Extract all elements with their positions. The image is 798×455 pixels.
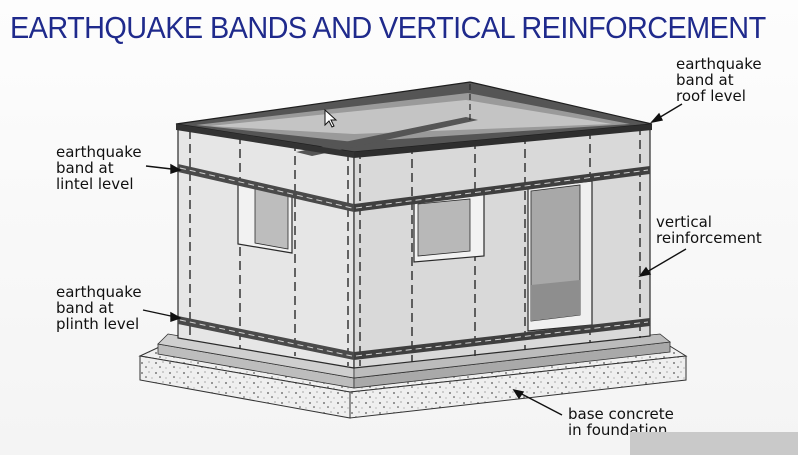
label-vertical-line-1: vertical [656,213,712,231]
label-plinth-line-3: plinth level [56,315,140,333]
video-overlay-thumbnail [630,432,798,455]
label-roof-line-3: roof level [676,87,746,105]
leader-lines [142,103,687,416]
label-plinth-line-1: earthquake [56,283,142,301]
plinth-band [178,316,650,360]
label-lintel-line-1: earthquake [56,143,142,161]
label-vertical-line-2: reinforcement [656,229,762,247]
plinth-steps [157,333,672,389]
label-roof-line-2: band at [676,71,734,89]
front-window [413,193,485,263]
diagram-title: EARTHQUAKE BANDS AND VERTICAL REINFORCEM… [10,10,766,45]
label-plinth-line-2: band at [56,299,114,317]
label-lintel-line-2: band at [56,159,114,177]
label-base-line-1: base concrete [568,405,674,423]
label-lintel-line-3: lintel level [56,175,134,193]
roof-band [175,81,653,158]
label-lintel-band: earthquake band at lintel level [56,144,142,192]
lintel-band [178,164,650,212]
label-roof-line-1: earthquake [676,55,762,73]
front-door [527,180,593,332]
front-wall [353,124,651,369]
label-plinth-band: earthquake band at plinth level [56,284,142,332]
mouse-cursor-icon [324,108,338,128]
label-roof-band: earthquake band at roof level [676,56,762,104]
label-vertical-reinforcement: vertical reinforcement [656,214,762,246]
